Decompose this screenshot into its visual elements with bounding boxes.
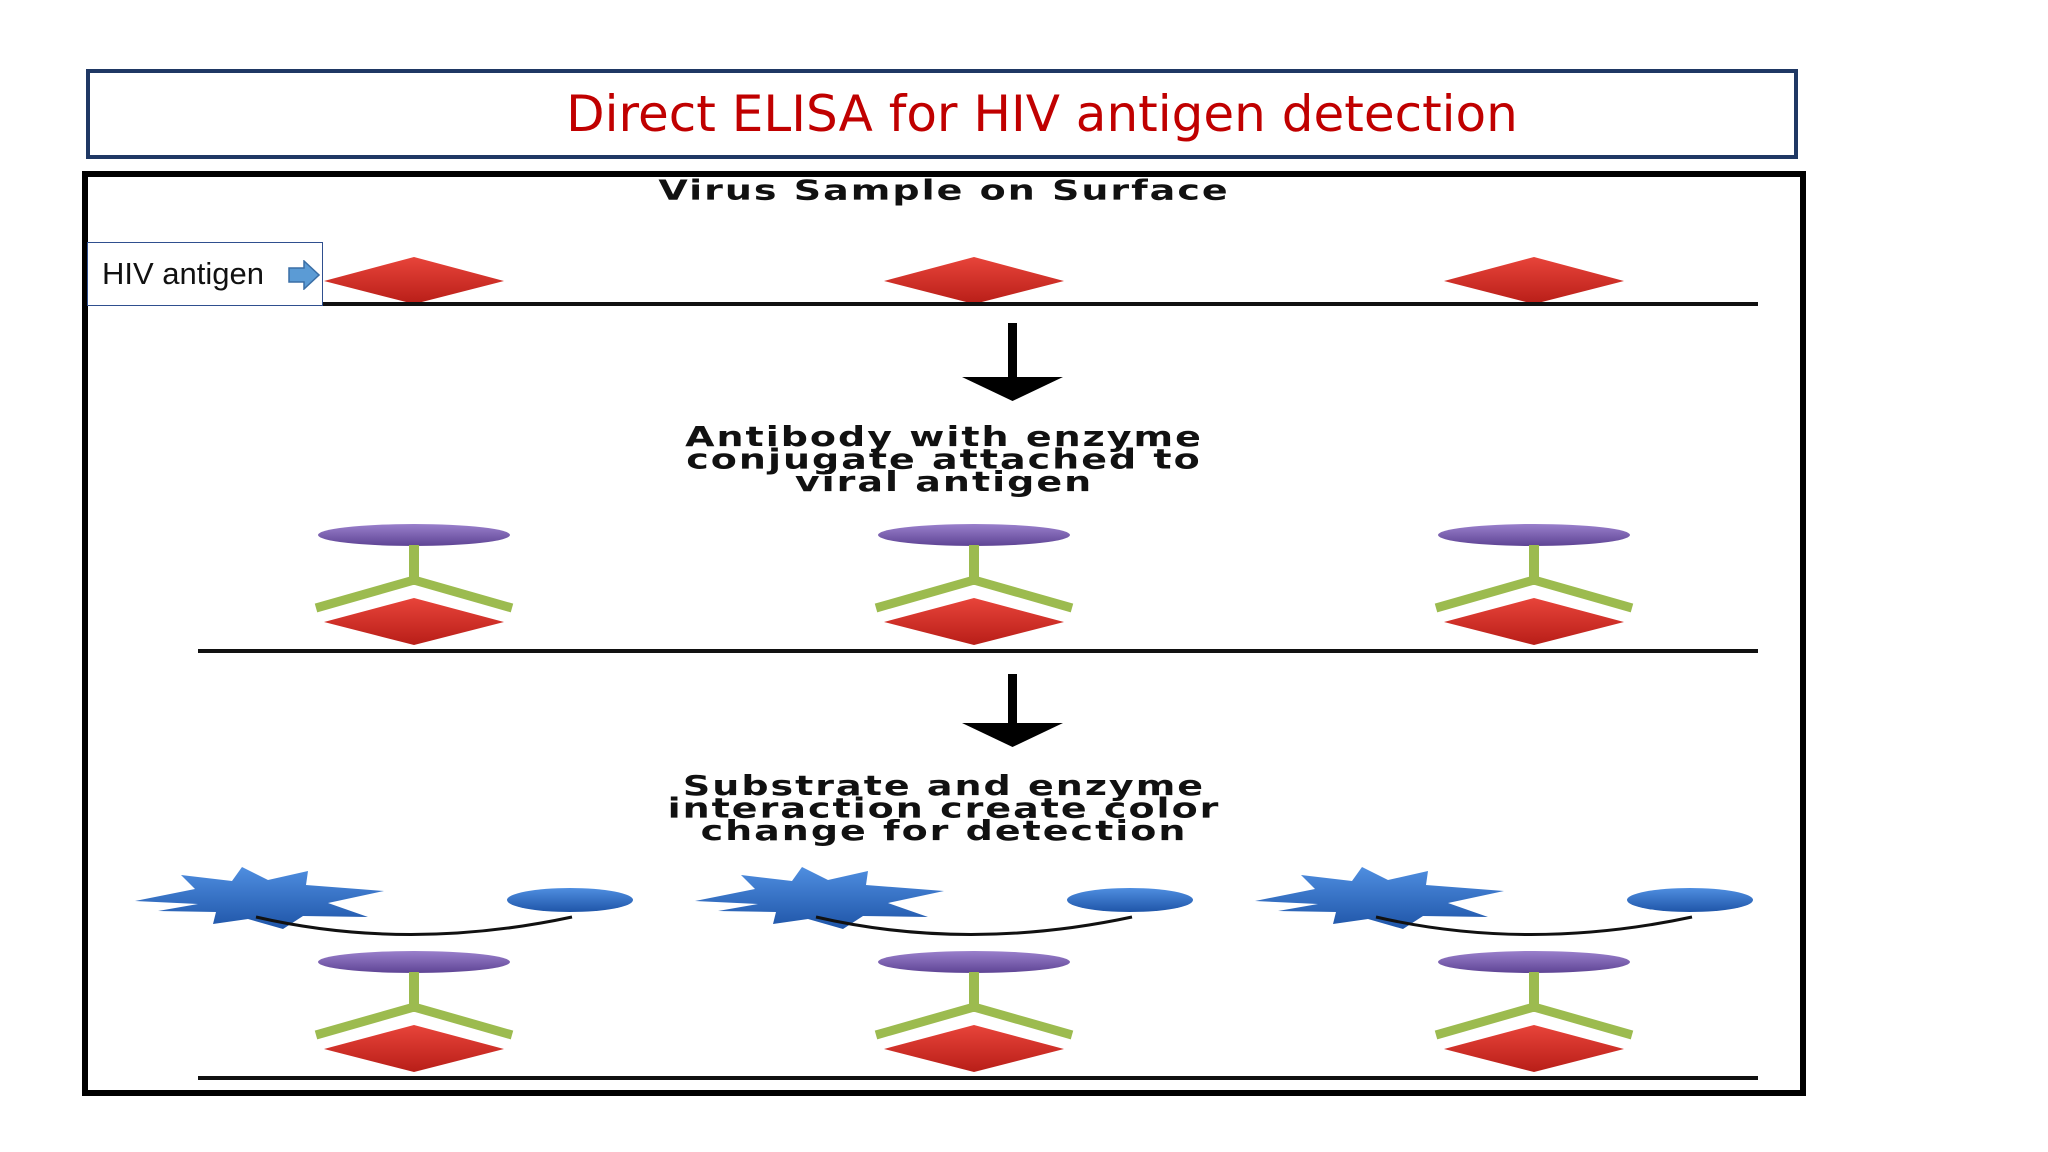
substrate-star — [135, 867, 384, 929]
substrate-star — [695, 867, 944, 929]
hiv-antigen-callout: HIV antigen — [87, 242, 323, 306]
detection-complex — [695, 867, 1193, 1072]
enzyme-ellipse — [1438, 951, 1630, 973]
enzyme-ellipse — [318, 524, 510, 546]
substrate-oval — [1067, 888, 1193, 912]
antigen-diamond — [1444, 257, 1624, 304]
substrate-oval — [1627, 888, 1753, 912]
detection-complex — [1255, 867, 1753, 1072]
elisa-diagram — [135, 257, 1758, 1080]
step2-antibody-complexes — [314, 524, 1634, 645]
detection-complex — [135, 867, 633, 1072]
antigen-diamond — [1444, 598, 1624, 645]
antigen-diamond — [324, 1025, 504, 1072]
step1-caption-line: Virus Sample on Surface — [658, 174, 1230, 206]
enzyme-ellipse — [878, 951, 1070, 973]
title-box: Direct ELISA for HIV antigen detection — [86, 69, 1798, 159]
down-arrow-icon — [962, 323, 1063, 401]
callout-label: HIV antigen — [102, 256, 264, 291]
antibody-complex — [314, 524, 514, 645]
step3-caption-line: change for detection — [700, 814, 1188, 847]
elisa-diagram-panel: Virus Sample on Surface Antibody with en… — [82, 171, 1806, 1096]
substrate-star — [1255, 867, 1504, 929]
antigen-diamond — [884, 598, 1064, 645]
antigen-diamond — [324, 598, 504, 645]
substrate-oval — [507, 888, 633, 912]
step3-detection-complexes — [135, 867, 1753, 1072]
page-title: Direct ELISA for HIV antigen detection — [566, 85, 1518, 143]
step1-caption: Virus Sample on Surface — [88, 174, 1800, 206]
step2-caption: Antibody with enzyme conjugate attached … — [88, 420, 1800, 498]
step3-caption-line: interaction create color — [667, 792, 1221, 824]
step2-caption-line: viral antigen — [794, 465, 1094, 498]
reaction-arc — [815, 915, 1133, 936]
down-arrow-icon — [962, 674, 1063, 747]
step3-caption-line: Substrate and enzyme — [682, 769, 1206, 802]
enzyme-ellipse — [878, 524, 1070, 546]
enzyme-ellipse — [1438, 524, 1630, 546]
enzyme-ellipse — [318, 951, 510, 973]
right-arrow-icon — [288, 260, 320, 290]
antibody-complex — [874, 524, 1074, 645]
antigen-diamond — [324, 257, 504, 304]
reaction-arc — [255, 915, 573, 936]
antibody-complex — [1434, 524, 1634, 645]
step2-caption-line: conjugate attached to — [686, 443, 1202, 475]
step1-antigens — [324, 257, 1624, 304]
step2-caption-line: Antibody with enzyme — [685, 420, 1203, 453]
antigen-diamond — [884, 257, 1064, 304]
step3-caption: Substrate and enzyme interaction create … — [88, 769, 1800, 847]
antigen-diamond — [1444, 1025, 1624, 1072]
antigen-diamond — [884, 1025, 1064, 1072]
reaction-arc — [1375, 915, 1693, 936]
